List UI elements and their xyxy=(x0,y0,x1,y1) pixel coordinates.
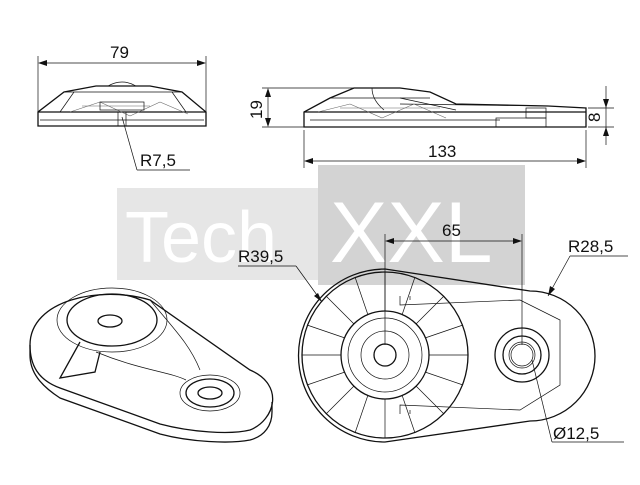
iso-large-boss xyxy=(66,293,158,347)
dim-center-distance: 65 xyxy=(442,221,461,240)
side-view: 19 8 133 xyxy=(247,86,614,168)
watermark: Tech XXL xyxy=(117,165,525,285)
watermark-dark-box xyxy=(318,165,525,285)
dim-hole-diameter: Ø12,5 xyxy=(553,424,599,443)
top-view: 65 R39,5 R28,5 Ø12,5 xyxy=(238,221,628,443)
front-view: 79 R7,5 xyxy=(37,43,207,171)
iso-base-outline xyxy=(29,293,274,434)
dim-radius-small: R28,5 xyxy=(568,237,613,256)
watermark-text-right: XXL xyxy=(330,185,493,281)
watermark-light-box xyxy=(117,188,327,280)
isometric-view xyxy=(29,287,274,443)
iso-small-boss xyxy=(185,378,235,408)
watermark-text-left: Tech xyxy=(125,198,277,278)
dim-radius-large: R39,5 xyxy=(238,247,283,266)
top-small-hole xyxy=(508,341,536,369)
top-large-hole xyxy=(373,343,397,367)
dim-width-front: 79 xyxy=(110,43,129,62)
top-body-outline xyxy=(297,268,596,443)
dim-radius-front: R7,5 xyxy=(140,151,176,170)
dim-thickness-side: 8 xyxy=(585,113,604,122)
dim-height-side: 19 xyxy=(247,100,266,119)
leader-radius-front xyxy=(121,116,138,171)
iso-small-hole xyxy=(197,386,223,400)
leader-hole-diameter xyxy=(531,359,553,443)
iso-large-hole xyxy=(97,314,123,328)
dim-length-side: 133 xyxy=(428,142,456,161)
side-body-outline xyxy=(303,87,587,128)
